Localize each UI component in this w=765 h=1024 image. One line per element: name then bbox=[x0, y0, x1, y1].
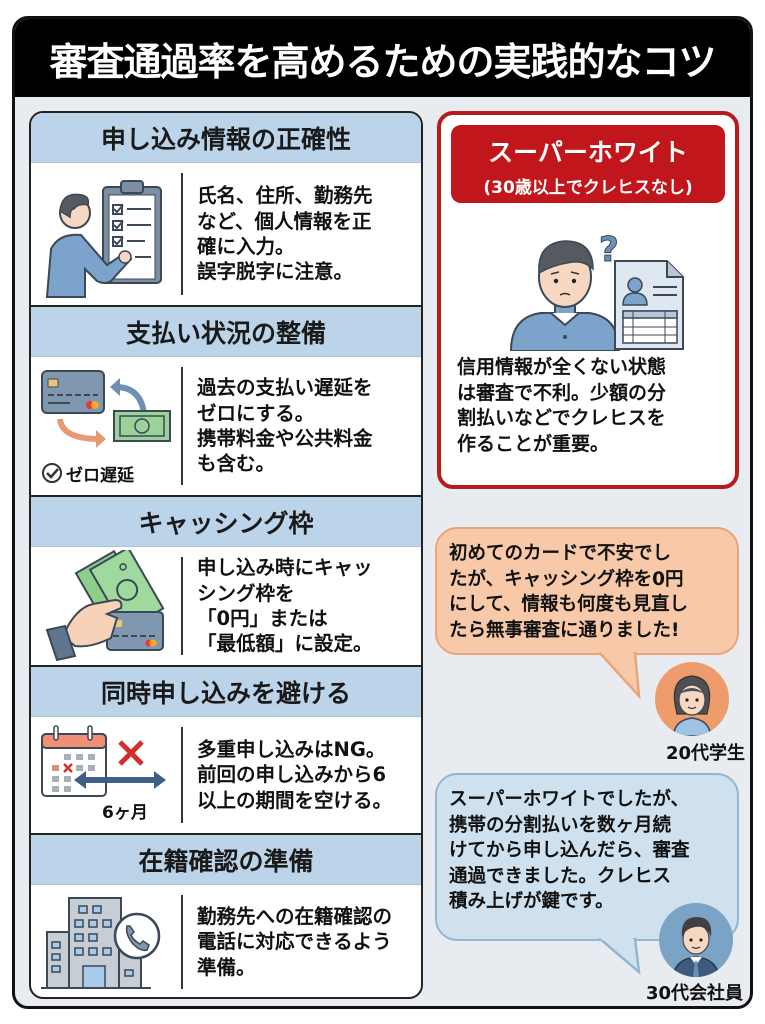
tip-employment-check: 在籍確認の準備 bbox=[31, 835, 421, 997]
svg-text:ゼロ遅延: ゼロ遅延 bbox=[66, 465, 135, 486]
divider bbox=[181, 173, 183, 295]
tip-body: 多重申し込みはNG。 前回の申し込みから6 以上の期間を空ける。 bbox=[197, 737, 393, 812]
tips-column: 申し込み情報の正確性 bbox=[29, 111, 423, 999]
bubble-tail bbox=[599, 938, 641, 976]
testimonial-bubble: 初めてのカードで不安でし たが、キャッシング枠を0円 にして、情報も何度も見直し… bbox=[435, 527, 739, 655]
tip-heading: 在籍確認の準備 bbox=[31, 835, 421, 885]
testimonial-bubble: スーパーホワイトでしたが、 携帯の分割払いを数ヶ月続 けてから申し込んだら、審査… bbox=[435, 773, 739, 941]
super-white-subtitle: (30歳以上でクレヒスなし) bbox=[483, 178, 693, 198]
divider bbox=[181, 367, 183, 485]
tip-heading: 同時申し込みを避ける bbox=[31, 667, 421, 717]
tip-heading: キャッシング枠 bbox=[31, 497, 421, 547]
tip-heading: 申し込み情報の正確性 bbox=[31, 113, 421, 163]
tip-body: 勤務先への在籍確認の 電話に対応できるよう 準備。 bbox=[197, 904, 393, 979]
divider bbox=[181, 727, 183, 823]
tip-payment-history: 支払い状況の整備 bbox=[31, 307, 421, 497]
calendar-cross-icon: 6ヶ月 bbox=[31, 717, 181, 833]
tip-body: 申し込み時にキャッ シング枠を 「0円」または 「最低額」に設定。 bbox=[197, 556, 373, 656]
super-white-body: 信用情報が全くない状態 は審査で不利。少額の分 割払いなどでクレヒスを 作ること… bbox=[457, 356, 667, 455]
divider bbox=[181, 895, 183, 989]
confused-person-document-icon: ? bbox=[481, 215, 701, 352]
hand-cash-card-icon bbox=[31, 547, 181, 665]
avatar-student bbox=[655, 662, 729, 736]
page-title: 審査通過率を高めるための実践的なコツ bbox=[15, 19, 750, 97]
tip-accuracy: 申し込み情報の正確性 bbox=[31, 113, 421, 307]
testimonial-author: 20代学生 bbox=[665, 743, 745, 764]
super-white-panel: スーパーホワイト (30歳以上でクレヒスなし) ? bbox=[437, 111, 739, 489]
super-white-title: スーパーホワイト bbox=[488, 138, 688, 167]
bubble-tail bbox=[599, 652, 641, 700]
tip-cashing-limit: キャッシング枠 bbox=[31, 497, 421, 667]
divider bbox=[181, 557, 183, 655]
svg-text:6ヶ月: 6ヶ月 bbox=[102, 803, 148, 823]
infographic-frame: 審査通過率を高めるための実践的なコツ 申し込み情報の正確性 bbox=[12, 16, 753, 1009]
tip-body: 氏名、住所、勤務先 など、個人情報を正 確に入力。 誤字脱字に注意。 bbox=[197, 184, 373, 284]
card-cash-exchange-icon: ゼロ遅延 bbox=[31, 357, 181, 495]
office-building-phone-icon bbox=[31, 885, 181, 997]
tip-heading: 支払い状況の整備 bbox=[31, 307, 421, 357]
testimonial-author: 30代会社員 bbox=[645, 983, 743, 1004]
avatar-office-worker bbox=[659, 903, 733, 977]
tip-avoid-simultaneous: 同時申し込みを避ける bbox=[31, 667, 421, 835]
tip-body: 過去の支払い遅延を ゼロにする。 携帯料金や公共料金 も含む。 bbox=[197, 376, 373, 476]
person-clipboard-checklist-icon bbox=[31, 163, 181, 305]
super-white-header: スーパーホワイト (30歳以上でクレヒスなし) bbox=[451, 125, 725, 203]
